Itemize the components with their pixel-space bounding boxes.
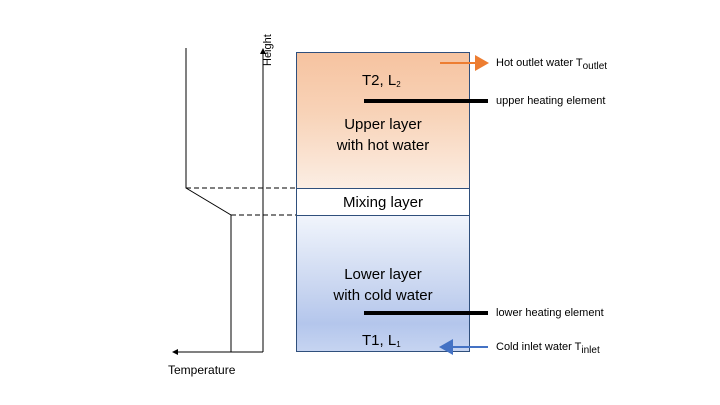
- bottom-state-label: T1, L1: [362, 332, 401, 349]
- top-state-label: T2, L2: [362, 72, 401, 89]
- mixing-layer-box: [296, 188, 470, 216]
- temperature-profile-line: [185, 48, 232, 352]
- mixing-layer-text: Mixing layer: [342, 194, 424, 211]
- temperature-axis-label: Temperature: [168, 363, 236, 377]
- upper-layer-box: [296, 52, 470, 189]
- lower-layer-box: [296, 215, 470, 352]
- hot-outlet-label: Hot outlet water Toutlet: [496, 57, 608, 72]
- upper-heater-label: upper heating element: [496, 95, 606, 107]
- height-axis-label: Height: [262, 34, 274, 66]
- mixing-layer-label: Mixing layer: [296, 192, 470, 213]
- lower-layer-line1: Lower layer: [344, 266, 422, 283]
- upper-layer-label: Upper layer with hot water: [296, 114, 470, 156]
- lower-heater-label: lower heating element: [496, 307, 604, 319]
- upper-layer-line1: Upper layer: [344, 116, 422, 133]
- cold-inlet-label: Cold inlet water Tinlet: [496, 341, 600, 356]
- lower-layer-label: Lower layer with cold water: [296, 264, 470, 306]
- upper-layer-line2: with hot water: [336, 137, 430, 154]
- lower-layer-line2: with cold water: [333, 287, 433, 304]
